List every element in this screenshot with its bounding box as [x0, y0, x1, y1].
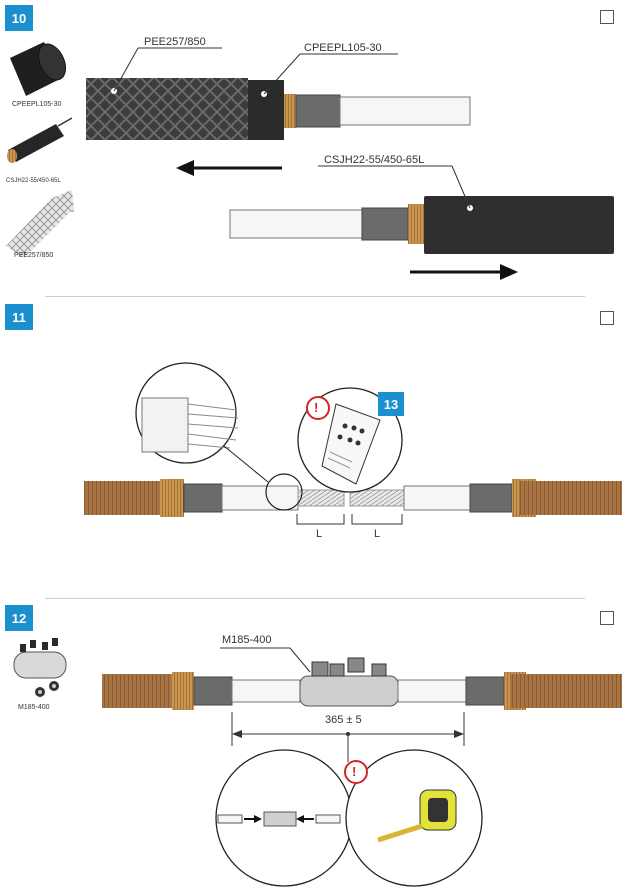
step-badge-10: 10 — [5, 5, 33, 31]
callout-cpeepl105: CPEEPL105-30 — [304, 42, 382, 54]
cable-right-shield — [520, 481, 622, 515]
warning-mark-12: ! — [352, 764, 357, 779]
thumb-label-pee: PEE257/850 — [14, 252, 54, 259]
step-badge-12: 12 — [5, 605, 33, 631]
step-badge-11: 11 — [5, 304, 33, 330]
dim-label-left: L — [316, 528, 323, 540]
step-10-checkbox[interactable] — [600, 10, 614, 24]
warning-icon — [306, 396, 330, 420]
dim-label-right: L — [374, 528, 381, 540]
callout-m185: M185-400 — [222, 634, 272, 646]
section-divider — [45, 296, 585, 297]
step-badge-13: 13 — [378, 392, 404, 416]
arrow-right-icon — [500, 264, 518, 280]
thumb-connector — [13, 638, 67, 697]
thumb-label-connector: M185-400 — [18, 704, 50, 711]
step-11-checkbox[interactable] — [600, 311, 614, 325]
thumb-label-csjh: CSJH22-55/450-65L — [6, 178, 61, 184]
callout-csjh22: CSJH22-55/450-65L — [324, 154, 425, 166]
tape-measure-detail — [345, 749, 483, 887]
thumb-pee-mesh — [6, 190, 74, 258]
section-divider — [45, 598, 585, 599]
warning-mark-11: ! — [314, 400, 319, 415]
mechanical-connector — [299, 675, 399, 707]
thumb-cpeepl-tube — [10, 42, 67, 96]
warning-icon — [344, 760, 368, 784]
step-12-checkbox[interactable] — [600, 611, 614, 625]
dimension-label: 365 ± 5 — [325, 714, 362, 726]
arrow-left-icon — [176, 160, 194, 176]
callout-pee257: PEE257/850 — [144, 36, 206, 48]
cpeepl-tube — [248, 80, 284, 140]
thumb-label-cpeepl: CPEEPL105-30 — [12, 101, 62, 108]
thumb-csjh-tube — [7, 117, 73, 163]
